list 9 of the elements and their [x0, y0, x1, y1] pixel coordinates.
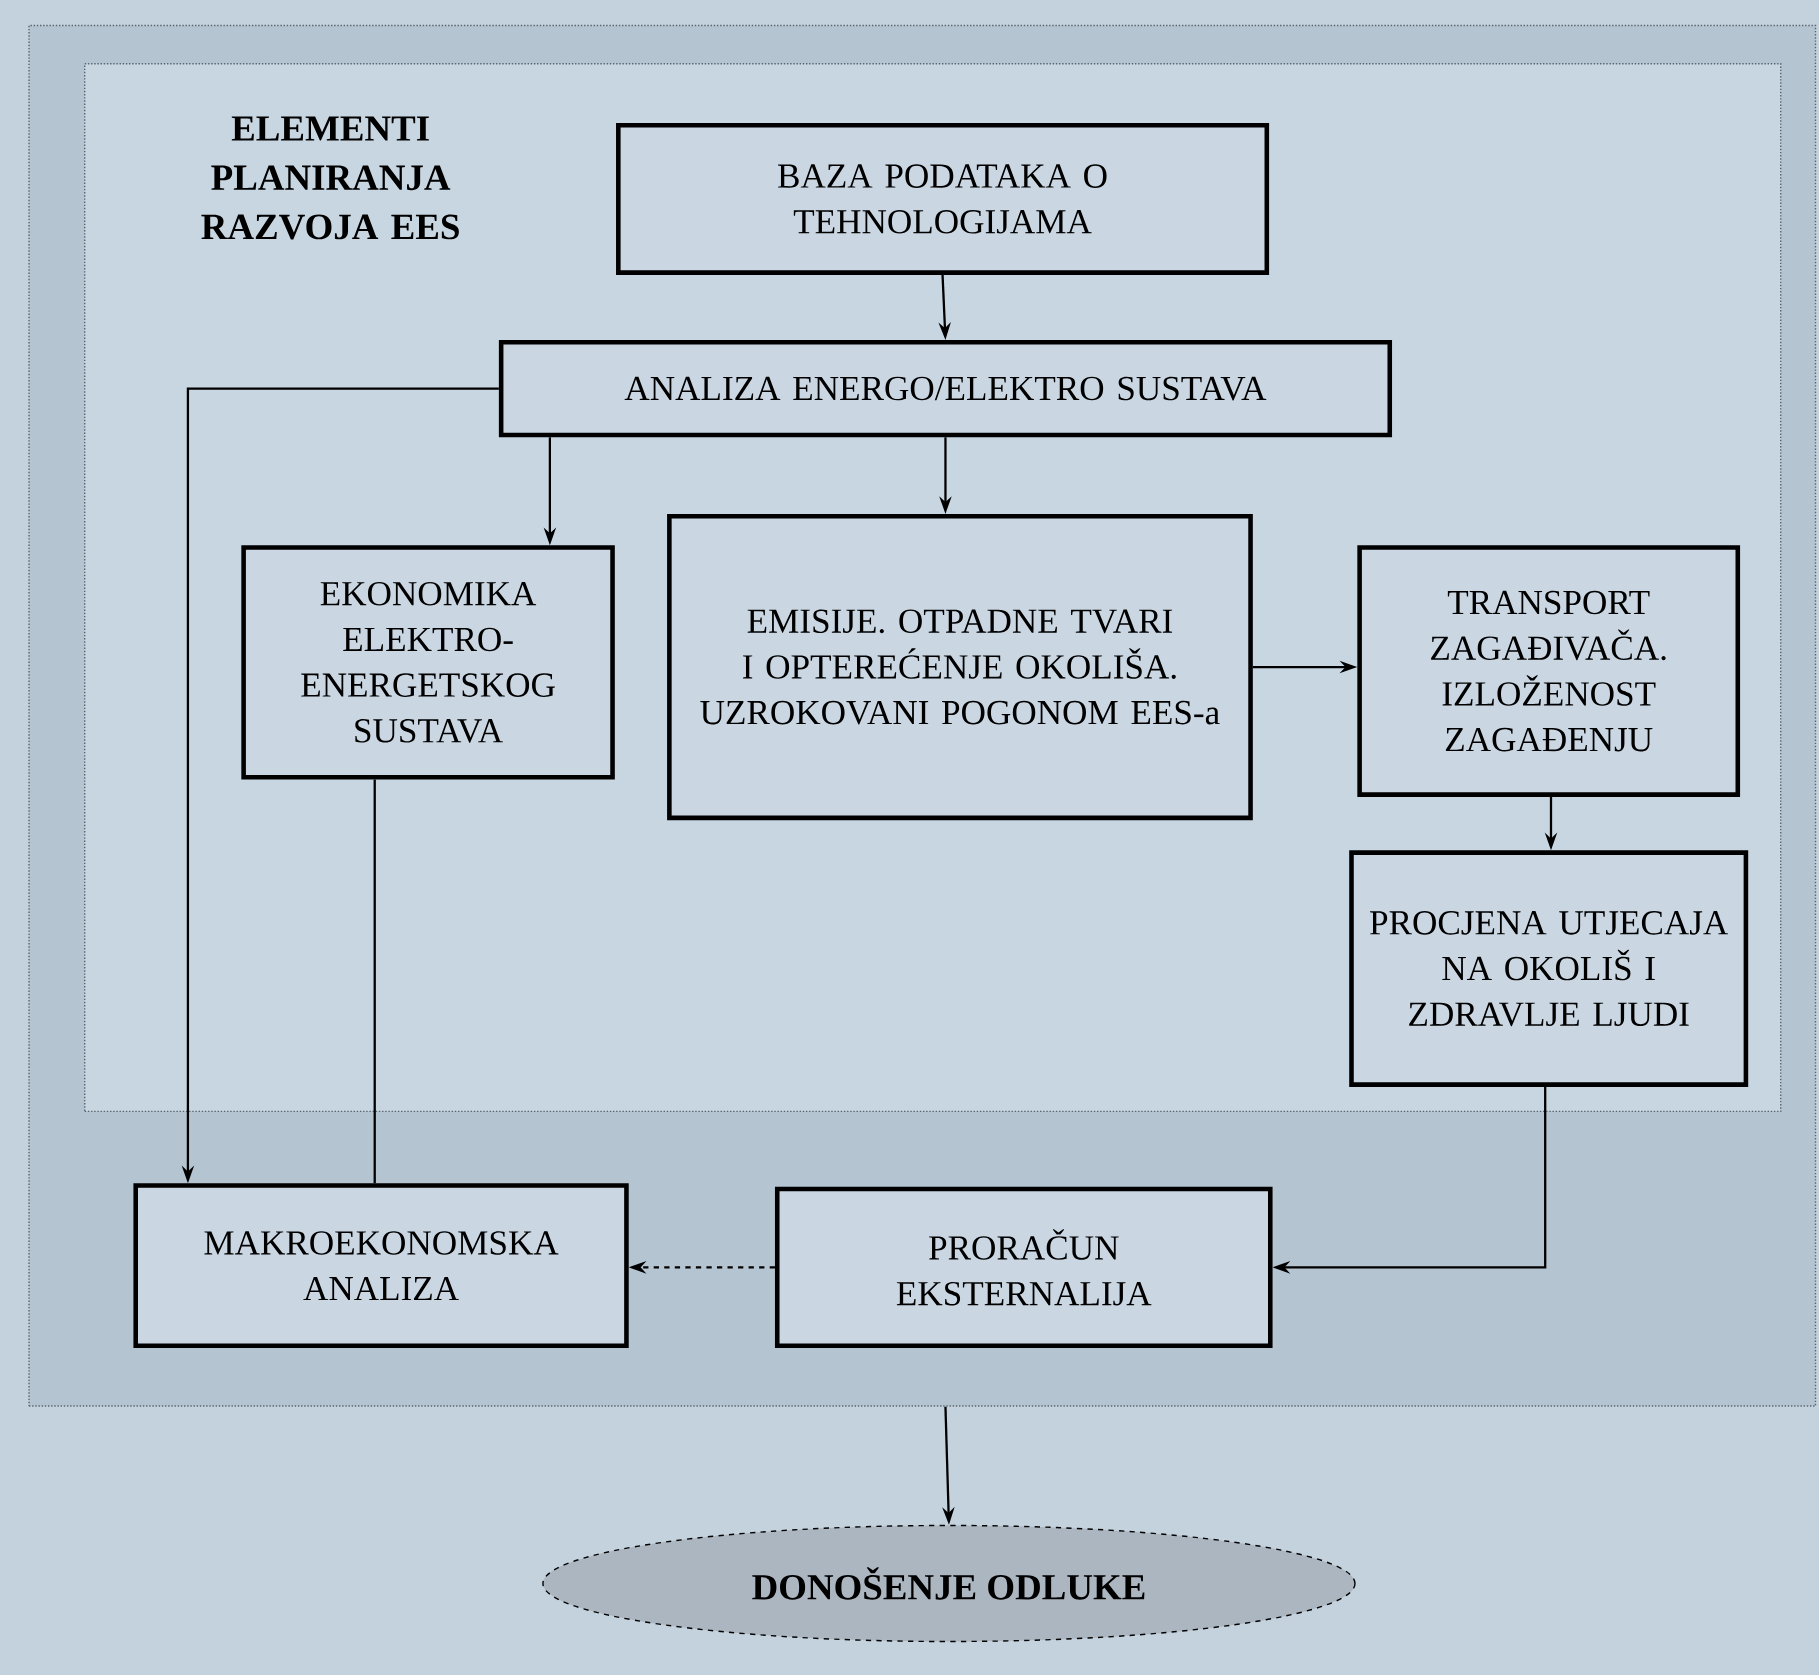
process-box: EKONOMIKA ELEKTRO- ENERGETSKOG SUSTAVA	[241, 545, 615, 780]
process-box: PRORAČUN EKSTERNALIJA	[774, 1186, 1273, 1348]
frame-heading: ELEMENTI PLANIRANJA RAZVOJA EES	[201, 116, 459, 240]
process-box: ANALIZA ENERGO/ELEKTRO SUSTAVA	[498, 339, 1393, 438]
process-box: TRANSPORT ZAGAĐIVAČA. IZLOŽENOST ZAGAĐENJU	[1357, 545, 1741, 797]
process-box: EMISIJE. OTPADNE TVARI I OPTEREĆENJE OKOLIŠA. UZROKOVANI POGONOM EES-a	[667, 513, 1253, 821]
process-box: MAKROEKONOMSKA ANALIZA	[133, 1183, 629, 1348]
process-box: BAZA PODATAKA O TEHNOLOGIJAMA	[616, 122, 1270, 275]
process-box: PROCJENA UTJECAJA NA OKOLIŠ I ZDRAVLJE LJUDI	[1349, 850, 1749, 1087]
